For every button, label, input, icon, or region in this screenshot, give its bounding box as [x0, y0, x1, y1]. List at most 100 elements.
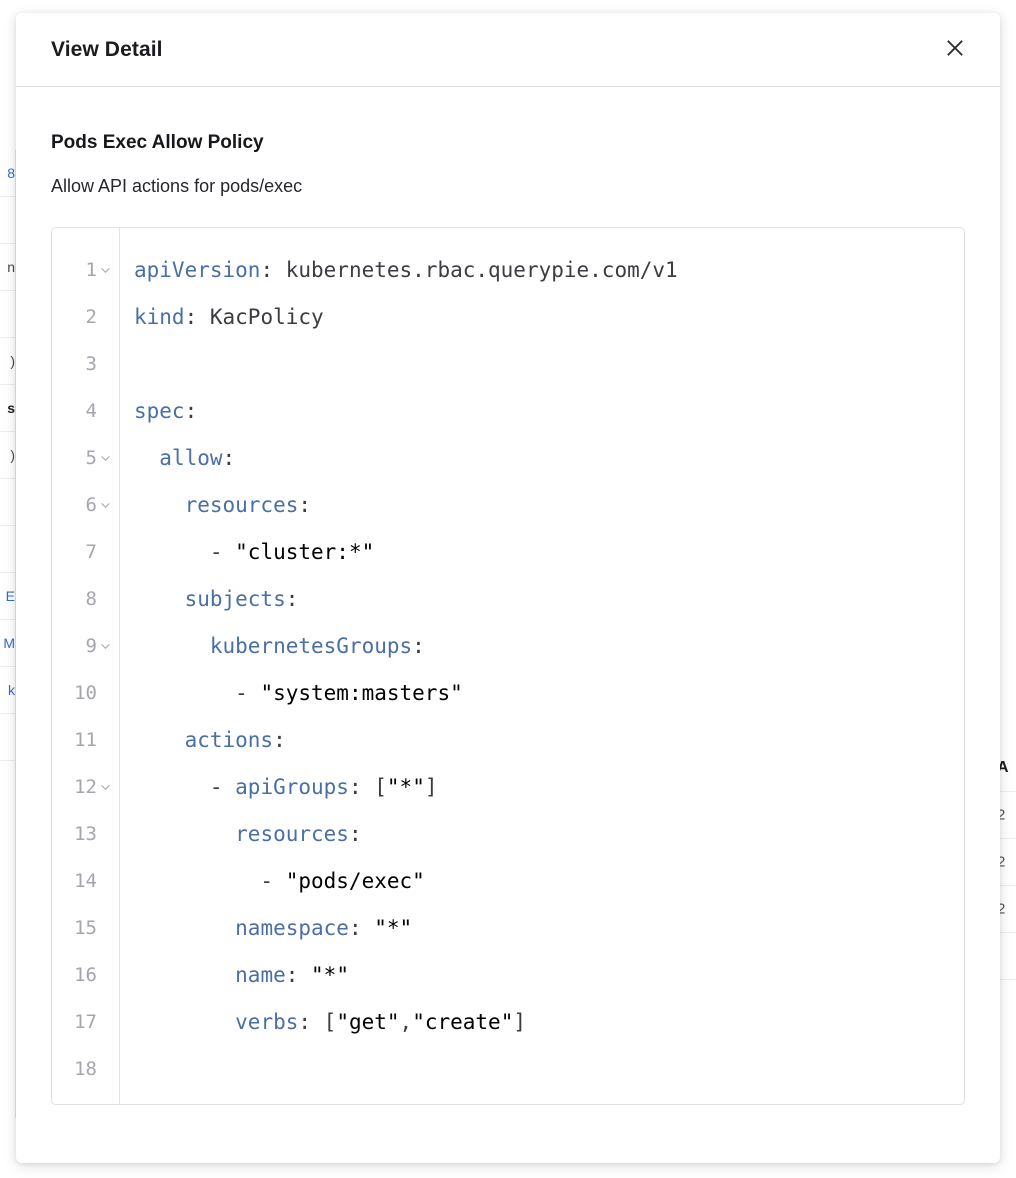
code-line-13[interactable]: resources:	[134, 811, 964, 858]
code-token-plain	[134, 824, 235, 845]
code-line-6[interactable]: resources:	[134, 482, 964, 529]
chevron-down-icon[interactable]	[97, 641, 114, 652]
background-row: n	[0, 244, 16, 291]
gutter-line-14: 14	[52, 858, 119, 905]
code-token-punc: :	[298, 1010, 324, 1035]
code-token-punc: :	[348, 822, 362, 847]
code-token-plain: -	[134, 869, 286, 894]
line-number: 17	[74, 1011, 97, 1034]
gutter-line-5: 5	[52, 435, 119, 482]
code-token-key: spec	[134, 399, 185, 424]
line-number: 10	[74, 682, 97, 705]
code-token-punc: ]	[513, 1010, 527, 1035]
chevron-down-icon[interactable]	[97, 500, 114, 511]
code-line-16[interactable]: name: "*"	[134, 952, 964, 999]
modal-header: View Detail	[16, 13, 1000, 87]
background-row: 8	[0, 150, 16, 197]
code-token-plain	[134, 495, 185, 516]
code-token-string: "create"	[412, 1010, 514, 1035]
code-line-10[interactable]: - "system:masters"	[134, 670, 964, 717]
policy-description: Allow API actions for pods/exec	[51, 175, 303, 196]
code-line-2[interactable]: kind: KacPolicy	[134, 294, 964, 341]
gutter-line-13: 13	[52, 811, 119, 858]
code-token-key: verbs	[235, 1010, 299, 1035]
line-number: 16	[74, 964, 97, 987]
chevron-down-icon[interactable]	[97, 265, 114, 276]
code-token-key: kind	[134, 305, 185, 330]
code-token-plain	[134, 965, 235, 986]
gutter-line-1: 1	[52, 247, 119, 294]
background-row	[0, 479, 16, 526]
code-token-key: apiVersion	[134, 258, 261, 283]
code-line-7[interactable]: - "cluster:*"	[134, 529, 964, 576]
code-token-string: "*"	[374, 916, 413, 941]
code-token-plain	[134, 1012, 235, 1033]
code-token-punc: :	[348, 916, 375, 941]
line-number: 4	[85, 400, 97, 423]
background-text-fragment: s	[7, 400, 15, 416]
code-token-plain	[134, 448, 159, 469]
code-token-key: apiGroups	[235, 775, 349, 800]
code-token-key: kubernetesGroups	[209, 634, 413, 659]
code-line-15[interactable]: namespace: "*"	[134, 905, 964, 952]
code-token-punc: :	[285, 963, 312, 988]
code-token-string: "*"	[311, 963, 349, 988]
background-row: )	[0, 338, 16, 385]
code-token-key: resources	[184, 493, 299, 518]
background-row	[0, 291, 16, 338]
gutter-line-7: 7	[52, 529, 119, 576]
line-number: 6	[85, 494, 97, 517]
modal-title: View Detail	[51, 37, 163, 61]
code-token-punc: :	[184, 399, 198, 424]
code-token-string: "get"	[336, 1010, 400, 1035]
gutter-line-15: 15	[52, 905, 119, 952]
line-number: 11	[74, 729, 97, 752]
code-token-punc: ]	[424, 775, 438, 800]
background-row: M	[0, 620, 16, 667]
code-line-18[interactable]	[134, 1046, 964, 1093]
code-token-punc: :	[184, 305, 210, 330]
background-text-fragment: M	[3, 635, 15, 651]
code-line-8[interactable]: subjects:	[134, 576, 964, 623]
code-token-key: subjects	[184, 587, 286, 612]
background-row: 2	[995, 839, 1016, 886]
code-line-9[interactable]: kubernetesGroups:	[134, 623, 964, 670]
code-token-key: resources	[235, 822, 349, 847]
code-token-plain: -	[134, 540, 236, 565]
close-button[interactable]	[936, 31, 974, 69]
background-text-fragment: 2	[997, 853, 1006, 871]
background-row: s	[0, 385, 16, 432]
code-line-1[interactable]: apiVersion: kubernetes.rbac.querypie.com…	[134, 247, 964, 294]
code-line-4[interactable]: spec:	[134, 388, 964, 435]
code-token-key: name	[235, 963, 286, 988]
code-line-12[interactable]: - apiGroups: ["*"]	[134, 764, 964, 811]
code-token-string: "pods/exec"	[285, 869, 425, 894]
code-token-punc: :	[273, 728, 286, 753]
editor-code-area[interactable]: apiVersion: kubernetes.rbac.querypie.com…	[120, 228, 964, 1104]
line-number: 5	[85, 447, 97, 470]
background-row	[0, 526, 16, 573]
background-text-fragment: )	[10, 353, 15, 369]
code-line-17[interactable]: verbs: ["get","create"]	[134, 999, 964, 1046]
gutter-line-4: 4	[52, 388, 119, 435]
code-line-11[interactable]: actions:	[134, 717, 964, 764]
code-line-14[interactable]: - "pods/exec"	[134, 858, 964, 905]
background-row	[0, 197, 16, 244]
chevron-down-icon[interactable]	[97, 782, 114, 793]
gutter-line-9: 9	[52, 623, 119, 670]
background-text-fragment: n	[7, 259, 15, 275]
background-row: 2	[995, 792, 1016, 839]
code-token-punc: [	[323, 1010, 337, 1035]
line-number: 14	[74, 870, 97, 893]
code-token-punc: :	[222, 446, 236, 471]
line-number: 12	[74, 776, 97, 799]
code-line-5[interactable]: allow:	[134, 435, 964, 482]
line-number: 8	[85, 588, 97, 611]
gutter-line-11: 11	[52, 717, 119, 764]
code-token-plain: kubernetes.rbac.querypie.com/v1	[285, 258, 678, 283]
background-row: 2	[995, 886, 1016, 933]
chevron-down-icon[interactable]	[97, 453, 114, 464]
code-line-3[interactable]	[134, 341, 964, 388]
